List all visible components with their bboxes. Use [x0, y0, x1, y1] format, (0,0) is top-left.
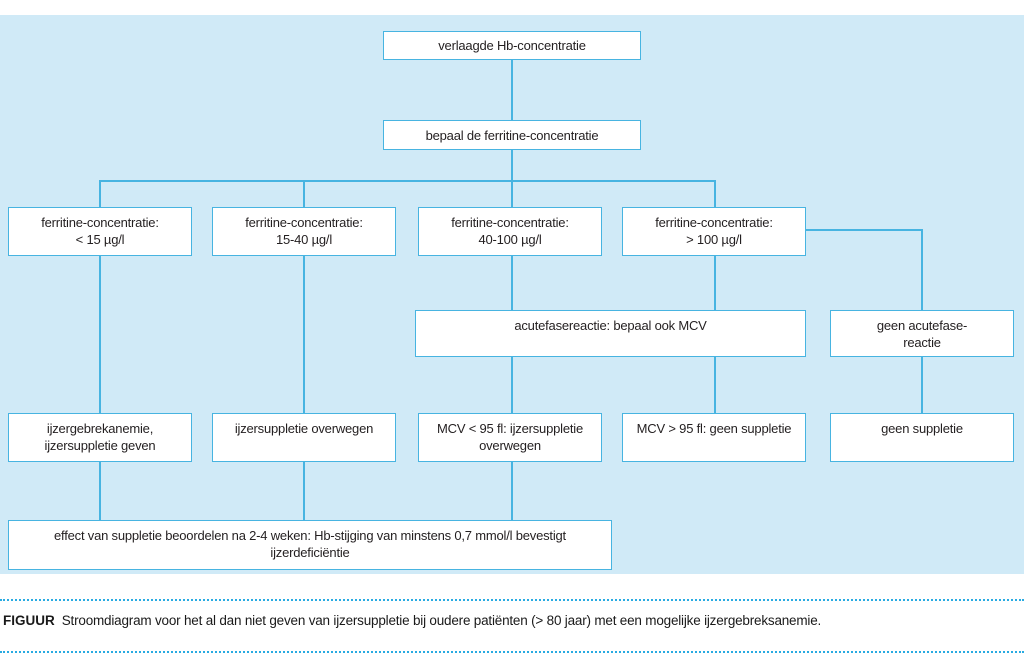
- connector-col1-down: [99, 256, 101, 413]
- connector-col2-to-effect: [303, 462, 305, 520]
- connector-drop-col2: [303, 180, 305, 207]
- node-iron-deficiency-anemia: ijzergebrekanemie, ijzersuppletie geven: [8, 413, 192, 462]
- connector-col2-down: [303, 256, 305, 413]
- node-determine-ferritine: bepaal de ferritine-concentratie: [383, 120, 641, 150]
- connector-drop-col1: [99, 180, 101, 207]
- connector-col4-to-acutephase: [714, 256, 716, 310]
- node-no-supplementation: geen suppletie: [830, 413, 1014, 462]
- figure-caption-label: FIGUUR: [3, 613, 55, 628]
- connector-col1-to-effect: [99, 462, 101, 520]
- dotted-divider-bottom: [0, 651, 1024, 653]
- connector-ferritine-branch-center: [511, 150, 513, 207]
- connector-noacute-drop: [921, 229, 923, 310]
- connector-col3-to-acutephase: [511, 256, 513, 310]
- figure-caption: FIGUUR Stroomdiagram voor het al dan niet…: [0, 612, 1024, 629]
- node-evaluate-effect: effect van suppletie beoordelen na 2-4 w…: [8, 520, 612, 570]
- node-acute-phase-mcv: acutefasereactie: bepaal ook MCV: [415, 310, 806, 357]
- node-ferritine-gt-100: ferritine-concentratie: > 100 µg/l: [622, 207, 806, 256]
- connector-drop-col4: [714, 180, 716, 207]
- connector-col4-to-noacute-horizontal: [806, 229, 922, 231]
- node-ferritine-15-40: ferritine-concentratie: 15-40 µg/l: [212, 207, 396, 256]
- connector-branch-horizontal: [99, 180, 716, 182]
- node-consider-supplementation: ijzersuppletie overwegen: [212, 413, 396, 462]
- node-mcv-gt-95: MCV > 95 fl: geen suppletie: [622, 413, 806, 462]
- node-hb-low: verlaagde Hb-concentratie: [383, 31, 641, 60]
- node-no-acute-phase: geen acutefase- reactie: [830, 310, 1014, 357]
- connector-hb-to-ferritine: [511, 60, 513, 120]
- connector-col3-to-effect: [511, 462, 513, 520]
- connector-acutephase-to-mcvgt95: [714, 357, 716, 413]
- connector-acutephase-to-mcvlt95: [511, 357, 513, 413]
- node-mcv-lt-95: MCV < 95 fl: ijzersuppletie overwegen: [418, 413, 602, 462]
- dotted-divider-top: [0, 599, 1024, 601]
- connector-noacute-to-nosuppl: [921, 357, 923, 413]
- figure-caption-text: Stroomdiagram voor het al dan niet geven…: [61, 613, 822, 628]
- node-ferritine-40-100: ferritine-concentratie: 40-100 µg/l: [418, 207, 602, 256]
- node-ferritine-lt-15: ferritine-concentratie: < 15 µg/l: [8, 207, 192, 256]
